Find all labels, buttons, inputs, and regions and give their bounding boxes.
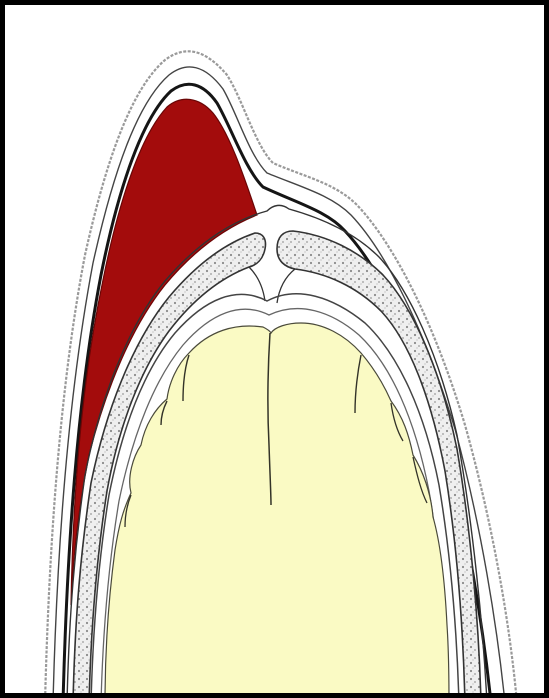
brain <box>105 323 449 698</box>
scalp-hematoma-diagram <box>5 5 549 698</box>
suture-right <box>277 269 295 303</box>
